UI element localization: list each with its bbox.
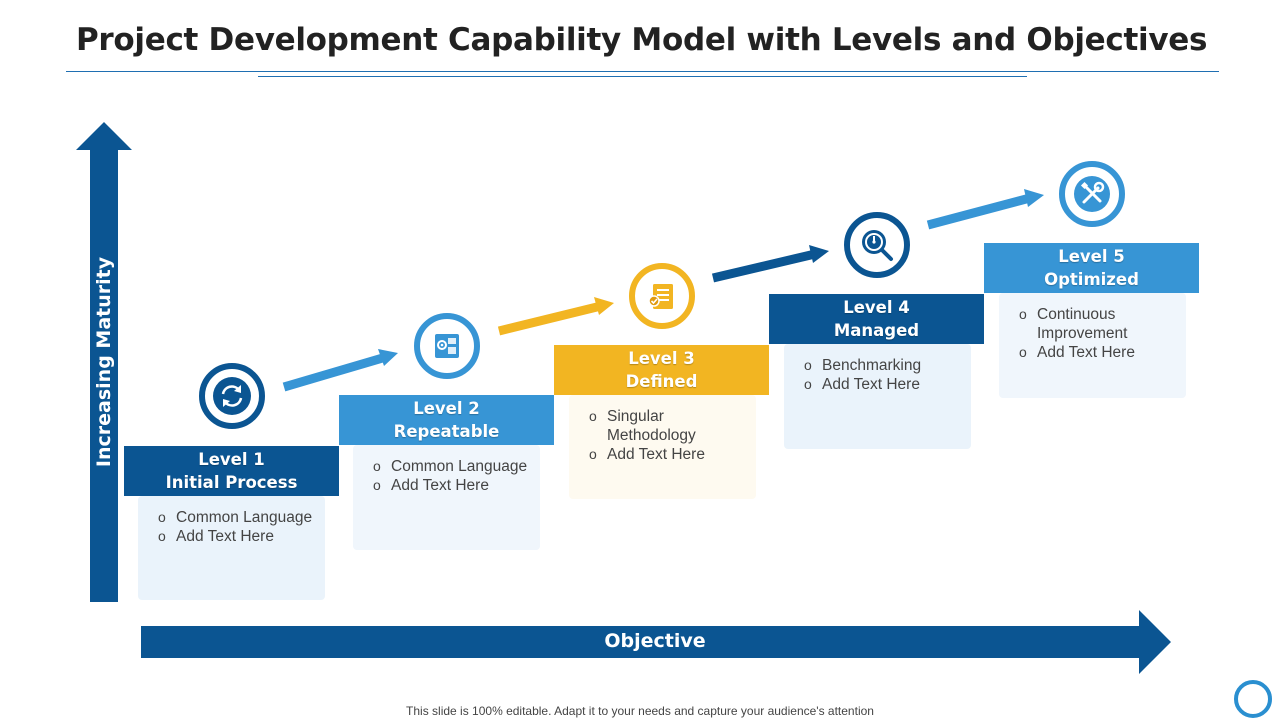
level-2-title: Repeatable (393, 422, 500, 441)
level-2-icon-circle (414, 313, 480, 379)
wrench-screwdriver-icon (1074, 176, 1110, 212)
connector-arrow-3-4 (711, 245, 829, 283)
level-1-number: Level 1 (198, 450, 265, 469)
level-3-header: Level 3 Defined (554, 345, 769, 395)
vertical-axis-label: Increasing Maturity (93, 256, 115, 468)
level-3-icon-circle (629, 263, 695, 329)
connector-arrow-4-5 (926, 189, 1044, 230)
document-gear-icon (435, 334, 459, 358)
level-4-header: Level 4 Managed (769, 294, 984, 344)
level-4-title: Managed (833, 321, 920, 340)
title-underline (66, 71, 1219, 72)
page-title: Project Development Capability Model wit… (76, 22, 1208, 58)
level-3-title: Defined (625, 372, 698, 391)
corner-ring-decoration (1234, 680, 1272, 718)
vertical-axis-arrow (76, 122, 132, 602)
level-5-title: Optimized (1044, 270, 1139, 289)
horizontal-axis-arrow (141, 610, 1171, 674)
level-2-header: Level 2 Repeatable (339, 395, 554, 445)
level-5-number: Level 5 (1058, 247, 1125, 266)
level-2-number: Level 2 (413, 399, 480, 418)
horizontal-axis-label: Objective (604, 630, 706, 652)
level-5-header: Level 5 Optimized (984, 243, 1199, 293)
level-4-number: Level 4 (843, 298, 910, 317)
footer-note: This slide is 100% editable. Adapt it to… (406, 704, 874, 718)
level-1-header: Level 1 Initial Process (124, 446, 339, 496)
level-1-icon-circle (199, 363, 265, 429)
magnifier-gauge-icon (862, 230, 893, 261)
title-underline-secondary (258, 76, 1027, 77)
connector-arrow-2-3 (497, 297, 614, 336)
level-5-icon-circle (1059, 161, 1125, 227)
level-1-title: Initial Process (165, 473, 298, 492)
connector-arrow-1-2 (282, 349, 398, 392)
checklist-document-icon (648, 284, 673, 309)
level-4-icon-circle (844, 212, 910, 278)
refresh-cycle-icon (213, 377, 251, 415)
level-3-number: Level 3 (628, 349, 695, 368)
